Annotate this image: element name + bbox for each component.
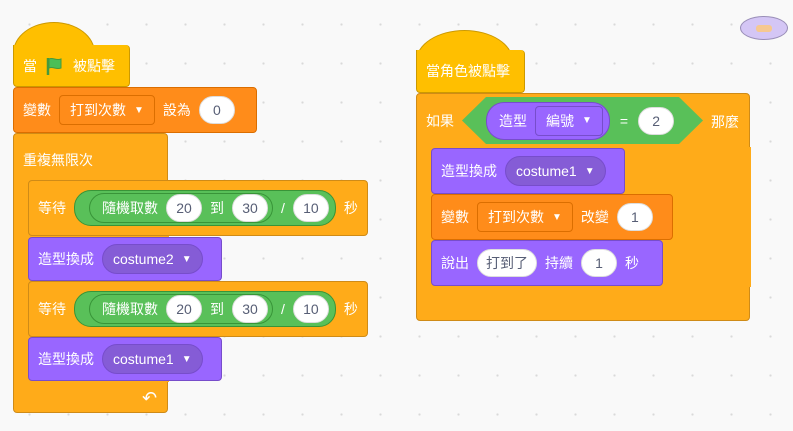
property-dropdown[interactable]: 編號 ▼ bbox=[535, 105, 603, 136]
change-variable-block[interactable]: 變數 打到次數 ▼ 改變 1 bbox=[431, 194, 673, 240]
block-text: 當 bbox=[23, 57, 37, 74]
to-input[interactable]: 30 bbox=[232, 194, 268, 222]
wait-block[interactable]: 等待 隨機取數 20 到 30 / 10 秒 bbox=[28, 180, 368, 236]
random-operator[interactable]: 隨機取數 20 到 30 bbox=[89, 193, 273, 223]
set-variable-block[interactable]: 變數 打到次數 ▼ 設為 0 bbox=[13, 87, 257, 133]
block-text: 造型換成 bbox=[38, 251, 94, 267]
block-text: 變數 bbox=[23, 102, 51, 118]
green-flag-icon bbox=[46, 57, 62, 75]
block-text: 隨機取數 bbox=[102, 301, 158, 317]
switch-costume-block[interactable]: 造型換成 costume1 ▼ bbox=[28, 337, 222, 381]
value-input[interactable]: 2 bbox=[638, 106, 675, 135]
to-input[interactable]: 30 bbox=[232, 295, 268, 323]
block-text: 持續 bbox=[545, 255, 573, 271]
block-text: 如果 bbox=[426, 113, 454, 129]
from-input[interactable]: 20 bbox=[166, 194, 202, 222]
block-text: 造型換成 bbox=[38, 351, 94, 367]
dropdown-value: 打到次數 bbox=[488, 209, 544, 225]
variable-dropdown[interactable]: 打到次數 ▼ bbox=[59, 95, 155, 125]
costume-dropdown[interactable]: costume1 ▼ bbox=[505, 156, 606, 186]
dropdown-value: costume1 bbox=[113, 351, 174, 367]
divide-operator[interactable]: 隨機取數 20 到 30 / 10 bbox=[74, 291, 336, 327]
caret-down-icon: ▼ bbox=[134, 104, 144, 116]
divisor-input[interactable]: 10 bbox=[292, 194, 329, 222]
block-text: 到 bbox=[210, 200, 224, 216]
variable-dropdown[interactable]: 打到次數 ▼ bbox=[477, 202, 573, 232]
block-text: 當角色被點擊 bbox=[426, 63, 510, 79]
value-input[interactable]: 0 bbox=[198, 96, 235, 124]
caret-down-icon: ▼ bbox=[584, 165, 595, 177]
dropdown-value: 編號 bbox=[546, 112, 574, 129]
when-sprite-clicked-block[interactable]: 當角色被點擊 bbox=[416, 50, 525, 93]
value-input[interactable]: 1 bbox=[616, 203, 653, 231]
block-text: 隨機取數 bbox=[102, 200, 158, 216]
switch-costume-block[interactable]: 造型換成 costume2 ▼ bbox=[28, 237, 222, 281]
block-text: 到 bbox=[210, 301, 224, 317]
block-text: 造型換成 bbox=[441, 163, 497, 179]
loop-arrow-icon: ↶ bbox=[142, 388, 158, 408]
costume-dropdown[interactable]: costume2 ▼ bbox=[102, 244, 203, 274]
block-text: 那麼 bbox=[711, 114, 739, 130]
block-text: 重複無限次 bbox=[23, 152, 93, 168]
dropdown-value: costume1 bbox=[516, 163, 577, 179]
block-text: 造型 bbox=[499, 112, 527, 129]
from-input[interactable]: 20 bbox=[166, 295, 202, 323]
caret-down-icon: ▼ bbox=[181, 253, 192, 265]
block-text: 秒 bbox=[343, 301, 358, 317]
costume-number-reporter[interactable]: 造型 編號 ▼ bbox=[486, 101, 610, 140]
random-operator[interactable]: 隨機取數 20 到 30 bbox=[89, 294, 273, 324]
block-text: 變數 bbox=[441, 209, 469, 225]
caret-down-icon: ▼ bbox=[181, 353, 192, 365]
caret-down-icon: ▼ bbox=[552, 211, 562, 223]
block-text: = bbox=[619, 112, 629, 129]
block-text: 秒 bbox=[343, 200, 358, 216]
block-text: 等待 bbox=[38, 200, 66, 216]
block-text: 說出 bbox=[441, 255, 469, 271]
dropdown-value: costume2 bbox=[113, 251, 174, 267]
block-text: / bbox=[281, 301, 285, 317]
block-text: 改變 bbox=[580, 209, 609, 225]
block-text: 設為 bbox=[162, 102, 191, 118]
seconds-input[interactable]: 1 bbox=[581, 249, 617, 277]
costume-dropdown[interactable]: costume1 ▼ bbox=[102, 344, 203, 374]
block-text: 秒 bbox=[625, 255, 639, 271]
when-flag-clicked-block[interactable]: 當 被點擊 bbox=[13, 45, 130, 87]
caret-down-icon: ▼ bbox=[582, 115, 592, 126]
wait-block[interactable]: 等待 隨機取數 20 到 30 / 10 秒 bbox=[28, 281, 368, 337]
divisor-input[interactable]: 10 bbox=[292, 295, 329, 323]
block-text: 被點擊 bbox=[73, 57, 115, 74]
switch-costume-block[interactable]: 造型換成 costume1 ▼ bbox=[431, 148, 625, 194]
say-for-secs-block[interactable]: 說出 打到了 持續 1 秒 bbox=[431, 240, 663, 286]
dropdown-value: 打到次數 bbox=[70, 102, 126, 118]
block-text: 等待 bbox=[38, 301, 66, 317]
equals-operator[interactable]: 造型 編號 ▼ = 2 bbox=[462, 97, 703, 144]
block-text: / bbox=[281, 200, 285, 216]
message-input[interactable]: 打到了 bbox=[477, 249, 537, 277]
sprite-thumbnail-icon bbox=[740, 16, 788, 40]
divide-operator[interactable]: 隨機取數 20 到 30 / 10 bbox=[74, 190, 336, 226]
